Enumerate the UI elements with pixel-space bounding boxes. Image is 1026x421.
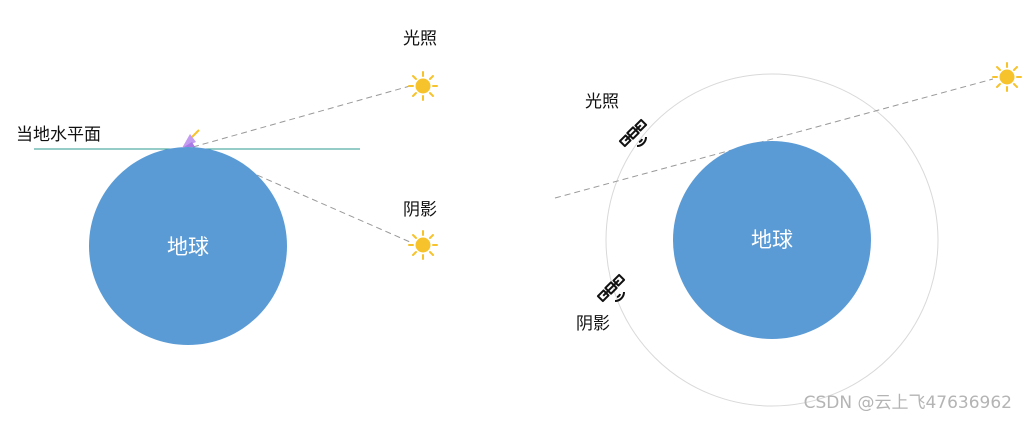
watermark: CSDN @云上飞47636962 (804, 393, 1012, 413)
satellite-icon (618, 118, 648, 148)
shadow-label: 阴影 (576, 314, 610, 334)
left-panel: 当地水平面 地球 光照 阴影 (16, 29, 438, 345)
sun-ray (554, 78, 994, 199)
earth (89, 147, 287, 345)
shadow-label: 阴影 (403, 200, 437, 220)
ground-antenna-icon (182, 129, 200, 148)
earth-label: 地球 (751, 228, 793, 252)
sun-icon (408, 71, 438, 101)
earth-label: 地球 (167, 235, 209, 259)
right-panel: 地球 光照 阴影 (554, 62, 1022, 407)
sun-icon (992, 62, 1022, 92)
sun-icon (408, 230, 438, 260)
earth (673, 141, 871, 339)
sunlit-label: 光照 (585, 92, 619, 112)
orbit (605, 73, 939, 407)
sunlit-ray (192, 85, 411, 148)
sunlit-label: 光照 (403, 29, 437, 49)
horizon-label: 当地水平面 (16, 125, 101, 145)
